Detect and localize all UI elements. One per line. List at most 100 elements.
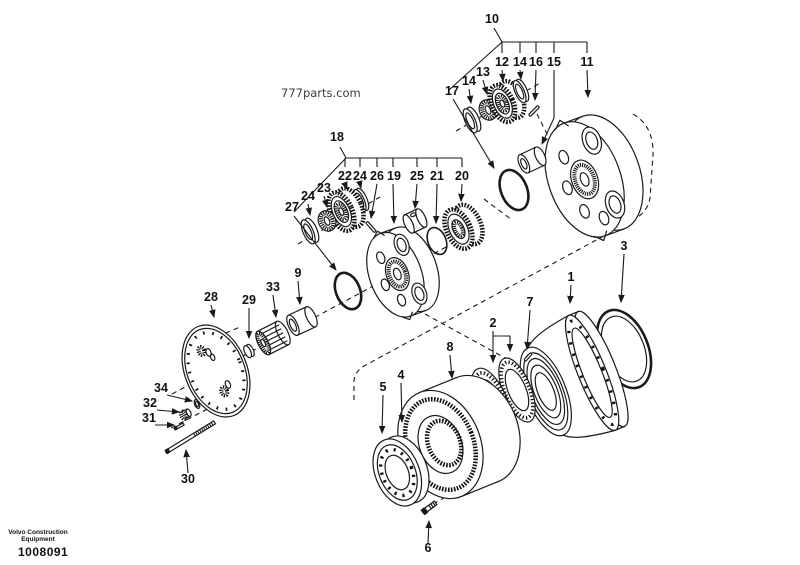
leader-17 bbox=[452, 98, 495, 169]
leader-24b bbox=[356, 180, 363, 190]
callout-label-20: 20 bbox=[455, 169, 469, 183]
callout-label-25: 25 bbox=[410, 169, 424, 183]
spacer-25 bbox=[402, 208, 428, 234]
callout-label-30: 30 bbox=[181, 472, 195, 486]
pin-16 bbox=[528, 105, 540, 117]
planet-carrier-11 bbox=[544, 114, 644, 242]
stud-30 bbox=[164, 420, 217, 455]
callout-label-2: 2 bbox=[490, 316, 497, 330]
leader-14b bbox=[516, 69, 524, 81]
leader-14a bbox=[466, 88, 474, 105]
leader-7 bbox=[524, 309, 531, 351]
planet-gear-22 bbox=[326, 186, 366, 234]
callout-label-17: 17 bbox=[445, 84, 459, 98]
leader-28 bbox=[209, 304, 216, 319]
callout-label-3: 3 bbox=[621, 239, 628, 253]
roller-15 bbox=[517, 146, 547, 174]
callout-label-15: 15 bbox=[547, 55, 561, 69]
leader-13 bbox=[481, 79, 489, 96]
leader-20 bbox=[458, 183, 465, 203]
leader-12 bbox=[499, 69, 506, 83]
oring-17 bbox=[498, 168, 530, 212]
bolt-6 bbox=[420, 500, 438, 516]
leader-26 bbox=[368, 183, 378, 220]
sun-gear-20 bbox=[442, 202, 485, 252]
leader-22 bbox=[341, 181, 348, 191]
callout-label-1: 1 bbox=[568, 270, 575, 284]
callout-label-5: 5 bbox=[380, 380, 387, 394]
leader-5 bbox=[378, 394, 386, 435]
callout-label-22: 22 bbox=[338, 169, 352, 183]
leader-lines bbox=[155, 27, 625, 544]
leader-23 bbox=[321, 195, 329, 209]
plug-32 bbox=[178, 408, 192, 421]
footer-doc-number: 1008091 bbox=[18, 545, 68, 559]
leader-19 bbox=[390, 183, 398, 225]
callout-label-12: 12 bbox=[495, 55, 509, 69]
callout-label-6: 6 bbox=[425, 541, 432, 555]
callout-label-27: 27 bbox=[285, 200, 299, 214]
bracket-18-diagonal bbox=[293, 157, 347, 213]
leader-4 bbox=[398, 382, 406, 424]
sleeve-9 bbox=[286, 306, 318, 336]
leader-25 bbox=[412, 183, 419, 210]
washer-14a bbox=[462, 106, 482, 134]
bracket-10-diagonal bbox=[448, 41, 503, 91]
callout-label-32: 32 bbox=[143, 396, 157, 410]
leader-30 bbox=[183, 448, 190, 474]
bracket-10 bbox=[493, 27, 587, 43]
callout-label-23: 23 bbox=[317, 181, 331, 195]
callout-label-14b: 14 bbox=[513, 55, 527, 69]
leader-27 bbox=[293, 215, 337, 271]
callout-label-10: 10 bbox=[485, 12, 499, 26]
dowel-pin-7 bbox=[523, 352, 533, 362]
callout-label-14a: 14 bbox=[462, 74, 476, 88]
leader-21 bbox=[432, 183, 440, 225]
splined-coupling-33 bbox=[255, 320, 291, 356]
leader-9 bbox=[296, 280, 303, 306]
bearing-cup-2b bbox=[498, 357, 536, 423]
watermark: 777parts.com bbox=[281, 86, 361, 100]
leader-11 bbox=[584, 69, 592, 99]
leader-8 bbox=[448, 354, 455, 380]
oring-21 bbox=[426, 226, 448, 256]
callout-label-4: 4 bbox=[398, 368, 405, 382]
leader-16 bbox=[531, 69, 539, 102]
hub-1 bbox=[519, 310, 629, 438]
callout-label-34: 34 bbox=[154, 381, 168, 395]
planet-carrier-19 bbox=[366, 226, 440, 321]
leader-1 bbox=[567, 284, 574, 305]
footer: Volvo Construction Equipment 1008091 bbox=[8, 529, 68, 559]
screw-31 bbox=[173, 422, 185, 431]
leader-6 bbox=[425, 519, 432, 544]
footer-company-line1: Volvo Construction bbox=[8, 529, 67, 536]
oring-27 bbox=[333, 271, 363, 311]
callout-label-33: 33 bbox=[266, 280, 280, 294]
leader-24a bbox=[305, 203, 312, 217]
footer-company-line2: Equipment bbox=[21, 536, 55, 543]
leader-32 bbox=[156, 408, 181, 415]
leader-3 bbox=[618, 253, 625, 304]
callout-label-28: 28 bbox=[204, 290, 218, 304]
callout-label-13: 13 bbox=[476, 65, 490, 79]
callout-label-24a: 24 bbox=[301, 189, 315, 203]
leader-34 bbox=[166, 394, 194, 403]
callout-label-26: 26 bbox=[370, 169, 384, 183]
bracket-18 bbox=[339, 146, 462, 159]
callout-label-19: 19 bbox=[387, 169, 401, 183]
callout-label-16: 16 bbox=[529, 55, 543, 69]
callout-label-21: 21 bbox=[430, 169, 444, 183]
callout-label-8: 8 bbox=[447, 340, 454, 354]
pin-26 bbox=[365, 221, 377, 233]
callout-label-24b: 24 bbox=[353, 169, 367, 183]
needle-bearing-23 bbox=[317, 210, 337, 232]
cover-plate-28 bbox=[181, 324, 251, 418]
disc-29 bbox=[243, 343, 255, 359]
callout-label-29: 29 bbox=[242, 293, 256, 307]
callout-label-18: 18 bbox=[330, 130, 344, 144]
leader-15 bbox=[541, 70, 555, 145]
callout-label-31: 31 bbox=[142, 411, 156, 425]
